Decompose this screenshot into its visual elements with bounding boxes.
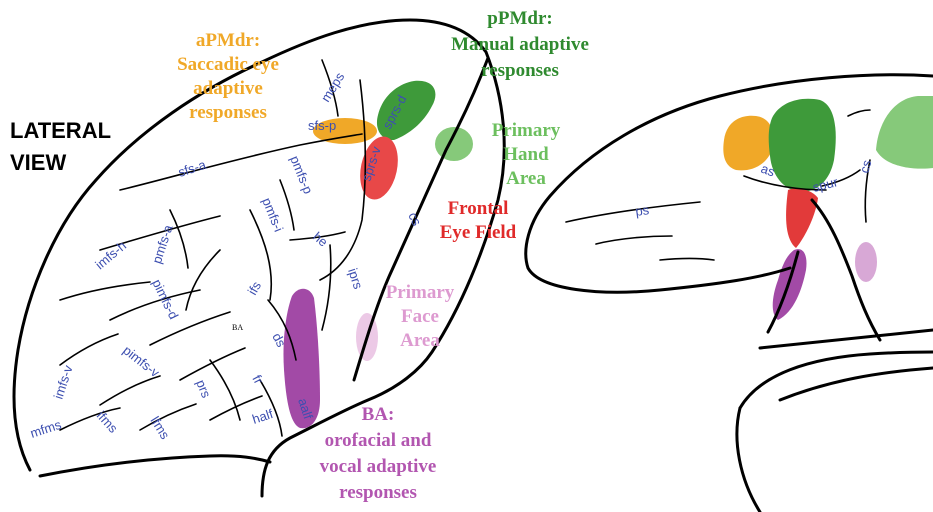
- face-area-label: Primary Face Area: [386, 282, 455, 351]
- fef-label-line2: Eye Field: [440, 222, 517, 243]
- ba-label-line3: vocal adaptive: [320, 456, 437, 477]
- medial-inner-sulcus: [596, 236, 672, 244]
- medial-view-brain: [526, 75, 933, 512]
- medial-face-region: [855, 242, 877, 282]
- hand-label-line1: Primary: [492, 120, 561, 141]
- label-meps: meps: [318, 69, 348, 104]
- sulcus-frontal-12: [210, 360, 240, 420]
- medial-label-cs: cs: [856, 158, 874, 175]
- face-label-line1: Primary: [386, 282, 455, 303]
- view-title-line2: VIEW: [10, 150, 66, 175]
- label-ba-small: BA: [232, 323, 243, 332]
- sulcus-frontal-5: [60, 334, 118, 365]
- label-he: he: [310, 229, 331, 250]
- label-ifs: ifs: [245, 278, 265, 297]
- medial-bottom-curve: [737, 408, 760, 512]
- lateral-brain-base: [40, 456, 270, 476]
- label-fr: fr: [249, 372, 266, 387]
- label-iprs: iprs: [345, 266, 366, 291]
- label-imfs-v: imfs-v: [51, 363, 76, 401]
- label-prs: prs: [193, 378, 214, 401]
- label-pmfs-i: pmfs-i: [259, 196, 286, 235]
- ppmdr-label: pPMdr: Manual adaptive responses: [451, 8, 589, 81]
- label-pmfs-p: pmfs-p: [287, 154, 316, 196]
- label-sfs-a: sfs-a: [176, 157, 208, 180]
- label-pimfs-d: pimfs-d: [149, 277, 181, 322]
- label-ifms: ifms: [94, 408, 121, 436]
- medial-upper-sulcus: [848, 110, 870, 116]
- label-cs: cs: [405, 210, 424, 229]
- medial-lower-outline-3: [780, 368, 933, 400]
- sulcus-iprs: [322, 245, 331, 330]
- apmdr-label: aPMdr: Saccadic eye adaptive responses: [177, 30, 279, 123]
- sulcus-frontal-1: [60, 282, 150, 300]
- hand-label-line2: Hand: [503, 144, 549, 165]
- sulcus-frontal-3: [150, 312, 230, 345]
- face-label-line2: Face: [401, 306, 439, 327]
- medial-hand-region: [876, 96, 933, 169]
- apmdr-label-line3: adaptive: [193, 78, 263, 99]
- label-pimfs-v: pimfs-v: [120, 343, 163, 381]
- ba-label: BA: orofacial and vocal adaptive respons…: [320, 404, 437, 503]
- sulcus-frontal-10: [186, 250, 220, 310]
- ppmdr-label-line3: responses: [481, 60, 559, 81]
- medial-lower-sulcus: [660, 259, 714, 261]
- ppmdr-label-line2: Manual adaptive: [451, 34, 589, 55]
- ba-label-line2: orofacial and: [325, 430, 432, 451]
- ppmdr-label-line1: pPMdr:: [487, 8, 552, 29]
- hand-label-line3: Area: [506, 168, 546, 189]
- ba-label-line4: responses: [339, 482, 417, 503]
- label-lfms: lfms: [147, 414, 173, 443]
- apmdr-label-line2: Saccadic eye: [177, 54, 279, 75]
- medial-lower-outline-2: [740, 352, 933, 408]
- apmdr-label-line1: aPMdr:: [196, 30, 260, 51]
- apmdr-label-line4: responses: [189, 102, 267, 123]
- sulcus-arcuate: [320, 80, 365, 280]
- sulcus-frontal-6: [100, 376, 160, 405]
- label-pmfs-a: pmfs-a: [149, 222, 176, 265]
- view-title-line1: LATERAL: [10, 118, 111, 143]
- sulcus-frontal-11: [170, 210, 188, 268]
- label-mfms: mfms: [28, 417, 63, 441]
- face-label-line3: Area: [400, 330, 440, 351]
- medial-label-ps: ps: [634, 202, 650, 219]
- label-imfs-h: imfs-h: [92, 238, 129, 272]
- label-half: half: [250, 406, 275, 427]
- fef-label: Frontal Eye Field: [440, 198, 517, 243]
- medial-principal-sulcus: [566, 202, 700, 222]
- medial-lower-outline: [760, 330, 933, 348]
- medial-fef-region: [786, 188, 818, 248]
- sulcus-sfs: [120, 134, 362, 190]
- fef-label-line1: Frontal: [448, 198, 509, 219]
- label-sfs-p: sfs-p: [308, 118, 336, 133]
- ba-label-line1: BA:: [362, 404, 395, 425]
